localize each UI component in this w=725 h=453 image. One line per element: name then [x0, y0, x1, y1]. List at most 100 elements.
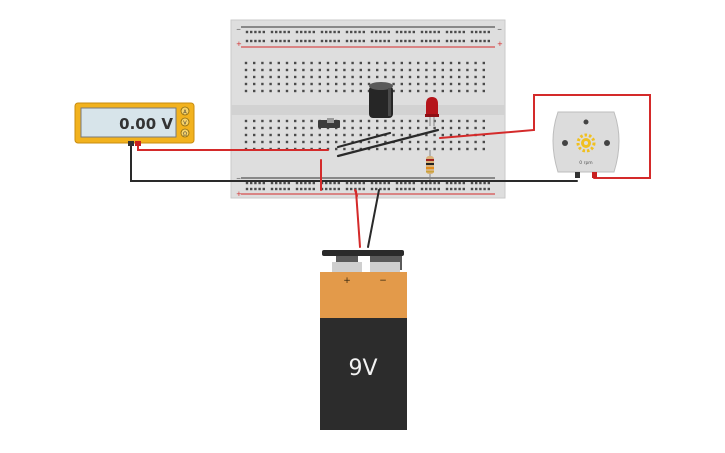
breadboard-hole[interactable] [475, 187, 478, 191]
breadboard-hole[interactable] [449, 147, 453, 151]
breadboard-hole[interactable] [420, 39, 424, 43]
breadboard-hole[interactable] [367, 133, 371, 137]
breadboard-hole[interactable] [466, 126, 469, 130]
breadboard-hole[interactable] [392, 82, 395, 86]
breadboard-hole[interactable] [345, 39, 349, 43]
breadboard-hole[interactable] [308, 187, 311, 191]
breadboard-hole[interactable] [270, 187, 274, 191]
breadboard-hole[interactable] [376, 133, 379, 137]
breadboard-hole[interactable] [300, 30, 303, 34]
breadboard-hole[interactable] [466, 147, 469, 151]
mode-v[interactable]: V [183, 121, 187, 127]
breadboard-hole[interactable] [329, 181, 332, 185]
breadboard-hole[interactable] [326, 68, 330, 72]
breadboard-hole[interactable] [343, 82, 346, 86]
breadboard-hole[interactable] [258, 181, 261, 185]
breadboard-hole[interactable] [474, 68, 477, 72]
breadboard-hole[interactable] [335, 133, 338, 137]
breadboard-hole[interactable] [351, 61, 354, 65]
breadboard-hole[interactable] [269, 140, 272, 144]
breadboard-hole[interactable] [400, 68, 403, 72]
breadboard-hole[interactable] [474, 126, 477, 130]
breadboard-hole[interactable] [325, 30, 328, 34]
breadboard-hole[interactable] [253, 119, 256, 123]
breadboard-hole[interactable] [384, 119, 387, 123]
breadboard-hole[interactable] [433, 140, 436, 144]
breadboard-hole[interactable] [387, 181, 390, 185]
breadboard-hole[interactable] [441, 147, 444, 151]
breadboard-hole[interactable] [333, 187, 336, 191]
breadboard-hole[interactable] [359, 75, 362, 79]
breadboard-hole[interactable] [475, 39, 478, 43]
breadboard-hole[interactable] [445, 39, 449, 43]
breadboard-hole[interactable] [312, 30, 315, 34]
terminal-strip-holes[interactable] [244, 61, 485, 151]
breadboard-hole[interactable] [310, 68, 313, 72]
wire-red-multimeter[interactable] [137, 144, 329, 151]
mode-ohm[interactable]: Ω [183, 132, 187, 138]
breadboard-hole[interactable] [351, 147, 354, 151]
breadboard-hole[interactable] [425, 147, 428, 151]
breadboard-hole[interactable] [258, 39, 261, 43]
electrolytic-capacitor[interactable] [369, 82, 393, 118]
breadboard-hole[interactable] [285, 140, 289, 144]
breadboard-hole[interactable] [417, 61, 420, 65]
breadboard-hole[interactable] [326, 75, 330, 79]
breadboard-hole[interactable] [359, 133, 362, 137]
breadboard-hole[interactable] [395, 187, 399, 191]
breadboard-hole[interactable] [269, 68, 272, 72]
breadboard-hole[interactable] [269, 82, 272, 86]
breadboard-hole[interactable] [482, 75, 485, 79]
breadboard-hole[interactable] [304, 181, 307, 185]
breadboard-hole[interactable] [304, 187, 307, 191]
breadboard-hole[interactable] [458, 181, 461, 185]
breadboard-hole[interactable] [300, 187, 303, 191]
breadboard-hole[interactable] [483, 30, 486, 34]
breadboard-hole[interactable] [449, 133, 453, 137]
breadboard-hole[interactable] [425, 82, 428, 86]
breadboard-hole[interactable] [275, 187, 278, 191]
breadboard-hole[interactable] [245, 187, 249, 191]
breadboard-hole[interactable] [358, 181, 361, 185]
breadboard-hole[interactable] [279, 187, 282, 191]
breadboard-hole[interactable] [253, 140, 256, 144]
breadboard-hole[interactable] [458, 187, 461, 191]
breadboard-hole[interactable] [261, 119, 264, 123]
breadboard-hole[interactable] [261, 61, 264, 65]
breadboard-hole[interactable] [277, 140, 280, 144]
breadboard-hole[interactable] [302, 119, 305, 123]
battery-terminal-negative[interactable] [370, 262, 400, 272]
breadboard-hole[interactable] [466, 82, 469, 86]
breadboard-hole[interactable] [458, 119, 461, 123]
breadboard-hole[interactable] [367, 75, 371, 79]
breadboard-hole[interactable] [294, 119, 297, 123]
breadboard-hole[interactable] [404, 39, 407, 43]
breadboard-hole[interactable] [326, 61, 330, 65]
breadboard-hole[interactable] [295, 30, 299, 34]
breadboard-hole[interactable] [254, 30, 257, 34]
breadboard-hole[interactable] [474, 75, 477, 79]
breadboard-hole[interactable] [333, 39, 336, 43]
breadboard-hole[interactable] [261, 126, 264, 130]
breadboard-hole[interactable] [458, 140, 461, 144]
breadboard-hole[interactable] [441, 82, 444, 86]
breadboard-hole[interactable] [417, 126, 420, 130]
breadboard-hole[interactable] [425, 133, 428, 137]
breadboard-hole[interactable] [379, 181, 382, 185]
breadboard-hole[interactable] [425, 126, 428, 130]
breadboard-hole[interactable] [433, 181, 436, 185]
breadboard-hole[interactable] [425, 68, 428, 72]
breadboard-hole[interactable] [279, 181, 282, 185]
breadboard-hole[interactable] [300, 39, 303, 43]
breadboard-hole[interactable] [343, 126, 346, 130]
breadboard-hole[interactable] [362, 30, 365, 34]
breadboard-hole[interactable] [400, 126, 403, 130]
multimeter-com-terminal[interactable] [128, 141, 134, 146]
breadboard-hole[interactable] [335, 68, 338, 72]
breadboard-hole[interactable] [279, 30, 282, 34]
breadboard-hole[interactable] [261, 133, 264, 137]
breadboard-hole[interactable] [482, 89, 485, 93]
breadboard-hole[interactable] [474, 89, 477, 93]
breadboard-hole[interactable] [370, 30, 374, 34]
breadboard-hole[interactable] [404, 187, 407, 191]
